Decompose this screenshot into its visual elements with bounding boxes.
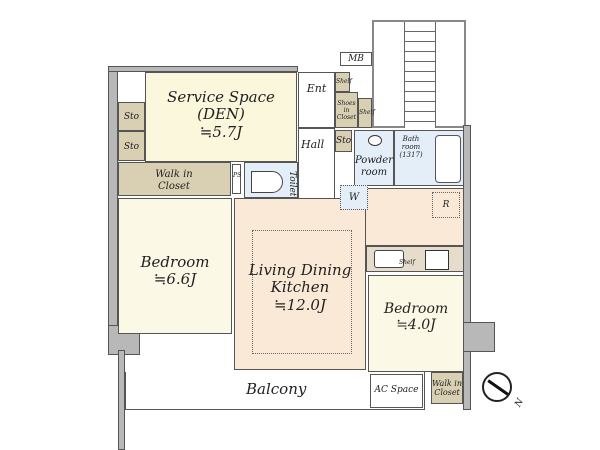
powder-room-label: Powder room <box>354 155 393 178</box>
shelf-label: Shelf <box>336 78 352 85</box>
sto-label: Sto <box>336 136 352 146</box>
bathtub-icon <box>435 135 461 183</box>
room-entrance[interactable]: Ent <box>298 72 335 128</box>
bath-size: (1317) <box>399 151 423 160</box>
walk-in-closet-2: Walk in Closet <box>431 372 463 404</box>
ac-space: AC Space <box>370 374 423 408</box>
stairs <box>404 22 436 128</box>
bedroom-2-area: ≒4.0J <box>396 317 436 334</box>
stairwell <box>372 20 466 128</box>
bedroom-1-area: ≒6.6J <box>153 270 197 289</box>
mb-label: MB <box>348 54 364 64</box>
pipe-space: PS <box>232 164 241 194</box>
storage-hall: Sto <box>335 130 352 152</box>
ldk-dotted-area <box>252 230 352 354</box>
service-space-sub: (DEN) <box>197 105 245 124</box>
ps-label: PS <box>233 172 242 179</box>
hall-label: Hall <box>301 138 325 151</box>
sto-label: Sto <box>123 142 140 152</box>
room-bedroom-2: Bedroom ≒4.0J <box>368 275 464 372</box>
ldk-area: ≒12.0J <box>274 295 326 314</box>
bedroom-1-label: Bedroom <box>140 253 210 271</box>
toilet-icon <box>251 171 283 193</box>
walk-in-closet-label: Walk in Closet <box>155 169 193 192</box>
room-service-space: Service Space (DEN) ≒5.7J <box>145 72 297 162</box>
shoes-closet-label: Shoes in Closet <box>336 100 357 121</box>
meter-box: MB <box>340 52 372 66</box>
shelf-label: Shelf <box>359 109 375 116</box>
sink-icon <box>368 135 382 146</box>
stove-icon <box>425 250 449 270</box>
room-ldk <box>234 198 366 370</box>
refrigerator-label: R <box>442 200 450 210</box>
washer-label: W <box>348 192 360 203</box>
storage-2: Sto <box>118 131 145 161</box>
refrigerator-space: R <box>432 192 460 218</box>
shelf-2: Shelf <box>358 98 375 128</box>
walk-in-closet-1: Walk in Closet <box>118 162 231 196</box>
wall-balcony-left <box>118 350 125 450</box>
room-hall: Hall <box>298 128 335 200</box>
bedroom-2-label: Bedroom <box>383 301 449 317</box>
wall-right-pillar <box>463 322 495 352</box>
service-space-area: ≒5.7J <box>199 122 243 141</box>
wall-left <box>108 66 118 336</box>
room-bedroom-1: Bedroom ≒6.6J <box>118 198 232 334</box>
ldk-label: Living Dining <box>248 261 352 279</box>
ac-space-label: AC Space <box>374 385 419 395</box>
shelf-1: Shelf <box>335 72 352 92</box>
walk-in-closet-label: Walk in Closet <box>432 379 462 398</box>
ent-label: Ent <box>306 82 327 95</box>
room-powder: Powder room <box>354 130 394 186</box>
compass-needle <box>487 379 509 396</box>
washer-space: W <box>340 185 368 210</box>
wall-top <box>108 66 298 72</box>
toilet-label: Toilet <box>287 171 297 197</box>
bath-label: Bath room <box>401 135 421 152</box>
kitchen-shelf-label: Shelf <box>399 259 415 266</box>
north-label: N <box>513 397 527 409</box>
kitchen-sink-icon <box>374 250 404 268</box>
kitchen-counter: Shelf <box>366 246 464 272</box>
sto-label: Sto <box>123 112 140 122</box>
shoes-closet: Shoes in Closet <box>335 92 358 128</box>
wall-right <box>463 125 471 410</box>
room-toilet: Toilet <box>244 162 298 198</box>
storage-1: Sto <box>118 102 145 131</box>
service-space-label: Service Space <box>167 88 275 106</box>
north-arrow-icon <box>482 372 512 402</box>
ldk-label-2: Kitchen <box>270 278 330 297</box>
balcony-label: Balcony <box>246 380 307 398</box>
room-bath: Bath room (1317) <box>394 130 464 186</box>
